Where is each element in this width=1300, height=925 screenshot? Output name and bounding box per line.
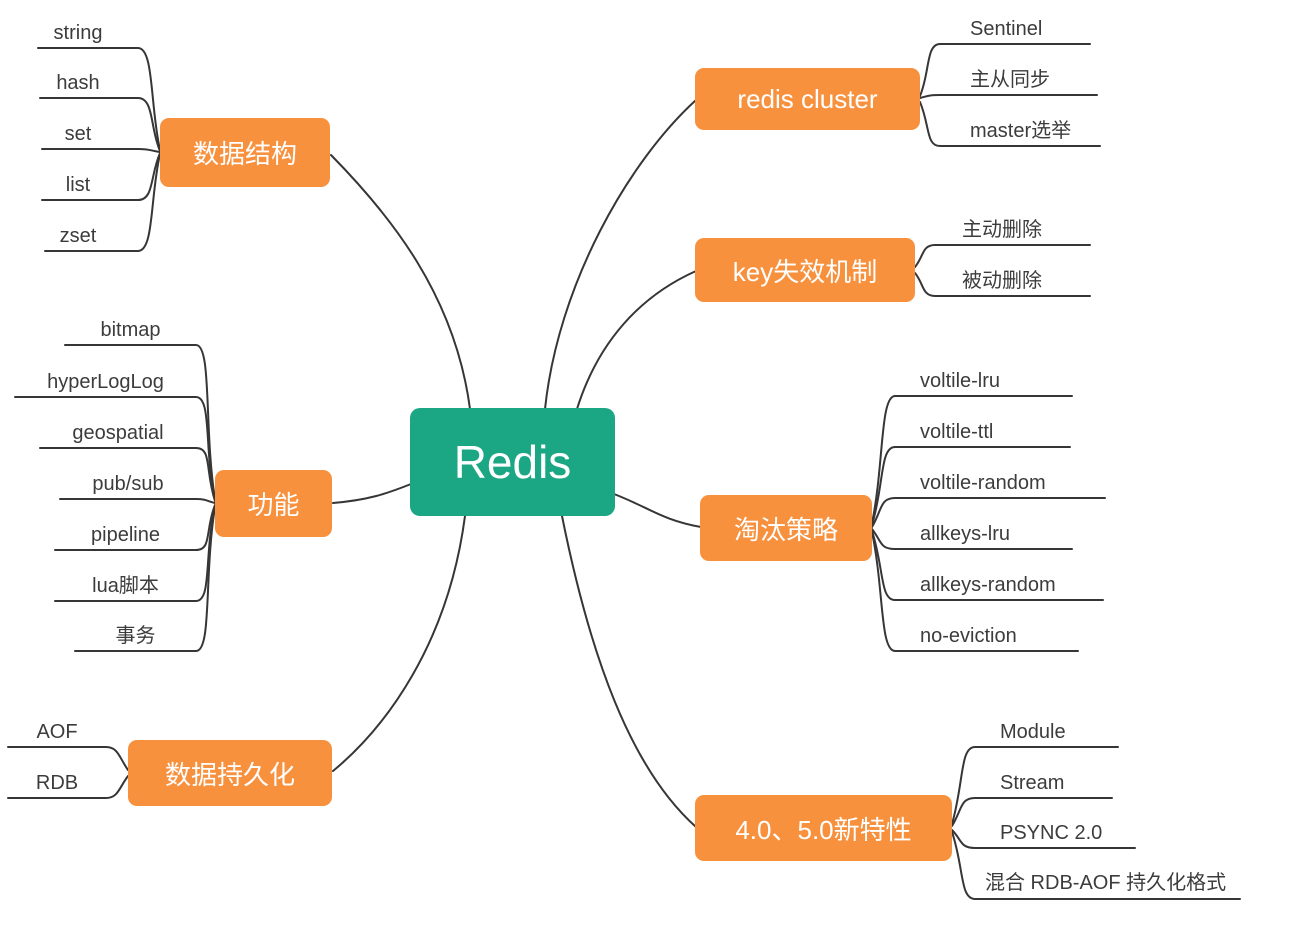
leaf-topic-string[interactable]: string <box>53 22 103 44</box>
leaf-topic-master-slave-sync[interactable]: 主从同步 <box>970 69 1050 91</box>
leaf-topic-lua-script[interactable]: lua脚本 <box>92 575 159 597</box>
leaf-topic-module[interactable]: Module <box>1000 721 1066 743</box>
leaf-topic-no-eviction[interactable]: no-eviction <box>920 625 1017 647</box>
leaf-topic-pubsub[interactable]: pub/sub <box>92 473 164 495</box>
leaf-topic-pipeline[interactable]: pipeline <box>91 524 160 546</box>
leaf-topic-allkeys-lru[interactable]: allkeys-lru <box>920 523 1011 545</box>
edge-data-structures-list <box>41 152 161 201</box>
leaf-topic-stream[interactable]: Stream <box>1000 772 1065 794</box>
edge-data-structures-set <box>41 148 161 153</box>
leaf-topic-bitmap[interactable]: bitmap <box>100 319 161 341</box>
branch-topic-data-structures[interactable]: 数据结构 <box>160 118 330 187</box>
leaf-topic-zset[interactable]: zset <box>59 225 97 247</box>
edge-root-persistence <box>332 515 466 772</box>
edge-root-features <box>332 483 412 504</box>
edge-features-geospatial <box>39 447 216 502</box>
leaf-topic-hash[interactable]: hash <box>56 72 100 94</box>
edge-data-structures-zset <box>44 153 161 252</box>
edge-new-features-psync <box>951 829 1136 849</box>
leaf-topic-allkeys-random[interactable]: allkeys-random <box>920 574 1056 596</box>
edge-eviction-allkeys-lru <box>871 528 1073 550</box>
edge-root-eviction-policy <box>613 493 702 528</box>
leaf-topic-passive-delete[interactable]: 被动删除 <box>962 270 1042 292</box>
leaf-topic-psync[interactable]: PSYNC 2.0 <box>1000 822 1103 844</box>
edge-data-structures-string <box>37 47 161 151</box>
edge-data-structures-hash <box>39 97 161 152</box>
edge-cluster-sentinel <box>919 43 1091 97</box>
edge-eviction-voltile-random <box>871 497 1106 528</box>
edge-features-hyperloglog <box>14 396 216 501</box>
branch-topic-eviction-policy[interactable]: 淘汰策略 <box>700 495 872 561</box>
edge-eviction-voltile-lru <box>871 395 1073 524</box>
branch-topic-features[interactable]: 功能 <box>215 470 332 537</box>
edge-root-redis-cluster <box>544 99 697 410</box>
leaf-topic-sentinel[interactable]: Sentinel <box>970 18 1043 40</box>
edge-new-features-module <box>951 746 1119 825</box>
edge-features-pubsub <box>59 498 216 504</box>
edge-features-pipeline <box>54 504 216 551</box>
edge-persistence-rdb <box>7 775 129 799</box>
leaf-topic-hyperloglog[interactable]: hyperLogLog <box>47 371 164 393</box>
leaf-topic-list[interactable]: list <box>65 174 91 196</box>
edge-key-expiry-passive-delete <box>914 272 1091 297</box>
branch-topic-redis-cluster[interactable]: redis cluster <box>695 68 920 130</box>
root-topic-redis[interactable]: Redis <box>410 408 615 516</box>
edge-features-transaction <box>74 506 216 652</box>
leaf-topic-set[interactable]: set <box>64 123 92 145</box>
edge-cluster-master-slave-sync <box>919 94 1098 99</box>
edge-eviction-no-eviction <box>871 531 1079 652</box>
leaf-topic-geospatial[interactable]: geospatial <box>72 422 164 444</box>
leaf-topic-voltile-ttl[interactable]: voltile-ttl <box>920 421 994 443</box>
edge-root-key-expiry <box>576 270 697 410</box>
leaf-topic-transaction[interactable]: 事务 <box>115 625 156 647</box>
leaf-topic-hybrid-persistence[interactable]: 混合 RDB-AOF 持久化格式 <box>985 872 1227 894</box>
leaf-topic-rdb[interactable]: RDB <box>35 772 79 794</box>
edge-persistence-aof <box>7 746 129 771</box>
edge-cluster-master-election <box>919 101 1101 147</box>
branch-topic-new-features[interactable]: 4.0、5.0新特性 <box>695 795 952 861</box>
leaf-topic-voltile-random[interactable]: voltile-random <box>920 472 1046 494</box>
leaf-topic-aof[interactable]: AOF <box>36 721 78 743</box>
edge-new-features-hybrid-persistence <box>951 831 1241 900</box>
branch-topic-persistence[interactable]: 数据持久化 <box>128 740 332 806</box>
leaf-topic-active-delete[interactable]: 主动删除 <box>962 219 1042 241</box>
edge-eviction-voltile-ttl <box>871 446 1071 526</box>
leaf-topic-voltile-lru[interactable]: voltile-lru <box>920 370 1001 392</box>
leaf-topic-master-election[interactable]: master选举 <box>970 120 1072 142</box>
edge-key-expiry-active-delete <box>914 244 1091 268</box>
branch-topic-key-expiry[interactable]: key失效机制 <box>695 238 915 302</box>
edge-eviction-allkeys-random <box>871 530 1104 601</box>
edge-new-features-stream <box>951 797 1113 827</box>
edge-root-new-features <box>561 515 697 828</box>
edge-root-data-structures <box>330 154 471 410</box>
